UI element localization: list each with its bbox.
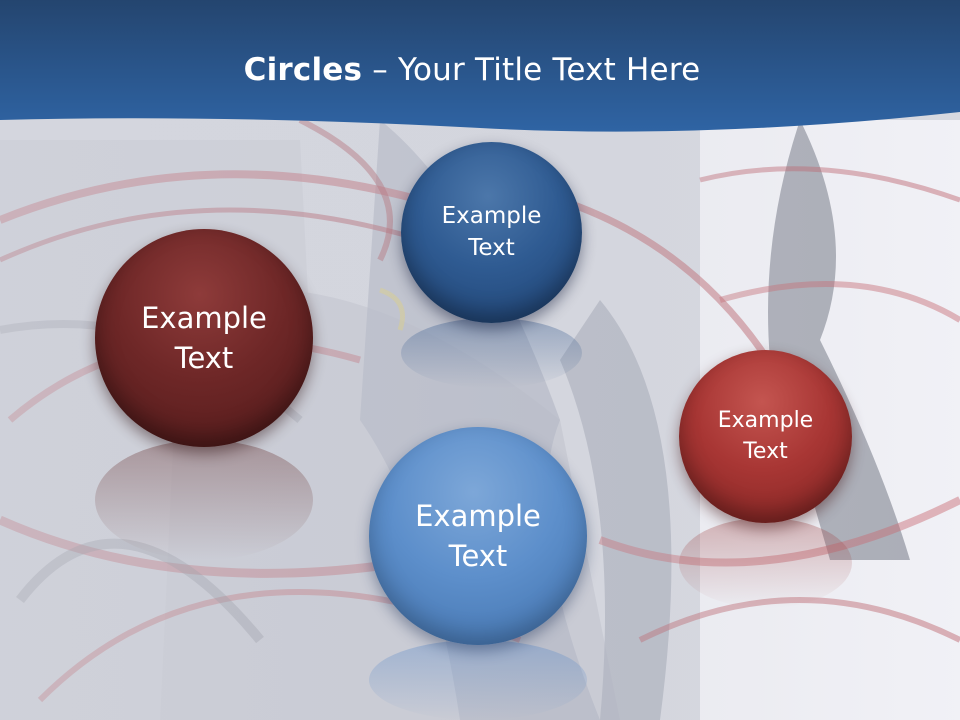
slide-title-rest: – Your Title Text Here	[362, 52, 701, 88]
circle-dark-blue[interactable]: Example Text	[401, 142, 582, 323]
circle-light-blue[interactable]: Example Text	[369, 427, 587, 645]
circle-label: Example Text	[441, 202, 542, 261]
slide-title-bold: Circles	[243, 52, 363, 88]
header-band	[0, 0, 960, 132]
circle-label: Example Text	[141, 300, 267, 375]
circle-dark-red[interactable]: Example Text	[95, 229, 313, 447]
circle-label: Example Text	[415, 498, 541, 573]
slide-title: Circles – Your Title Text Here	[0, 52, 944, 88]
circle-label: Example Text	[717, 408, 814, 464]
circle-red[interactable]: Example Text	[679, 350, 852, 523]
